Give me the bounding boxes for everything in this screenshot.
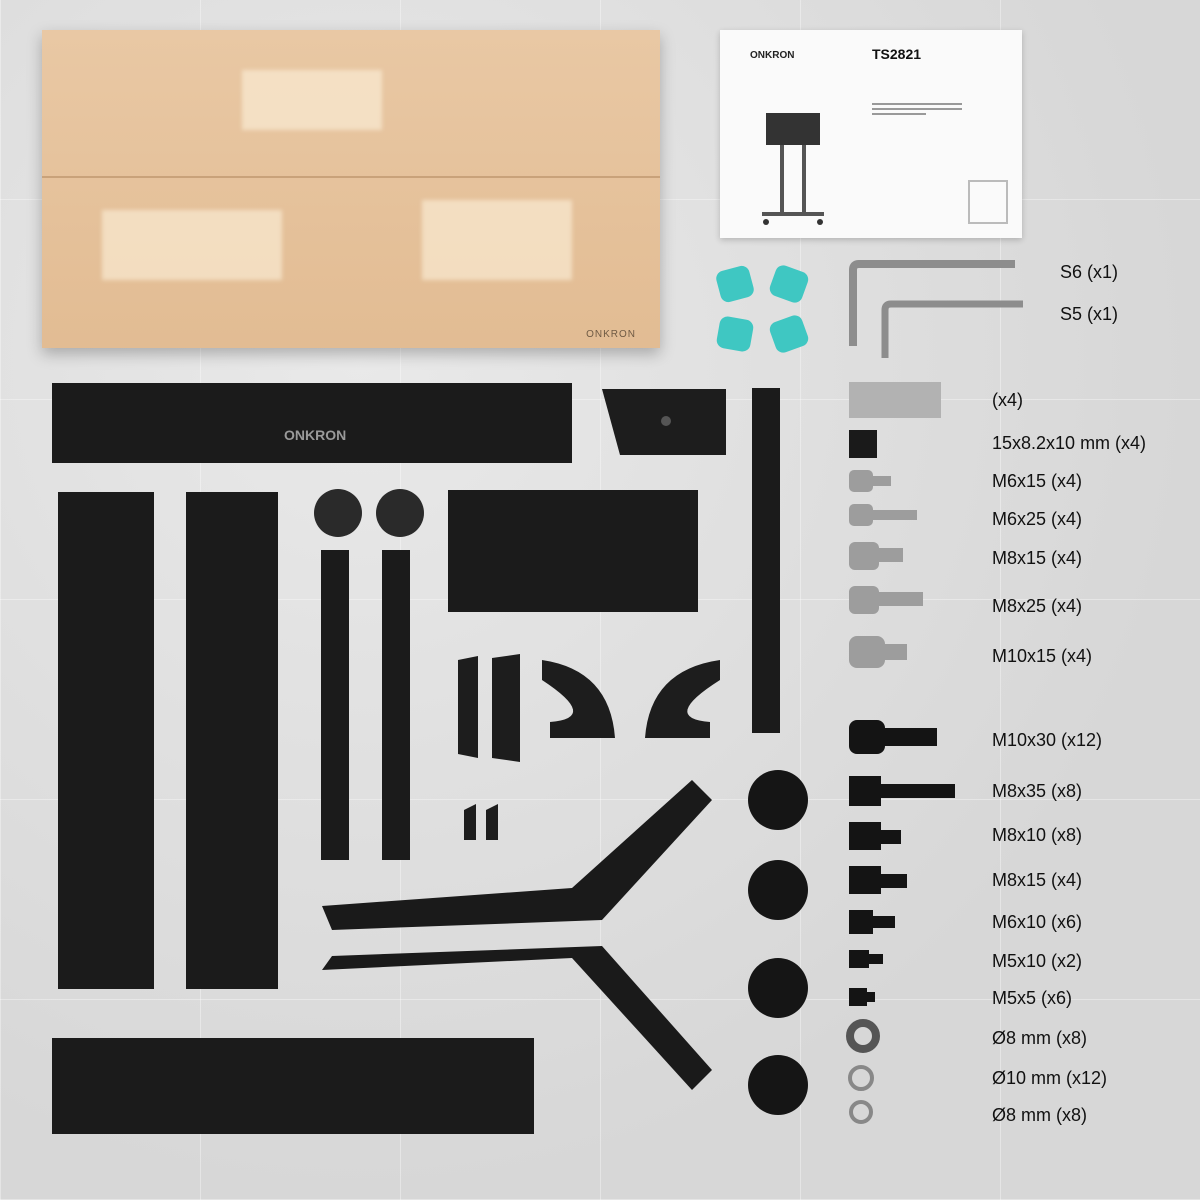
- small-brackets: [458, 654, 720, 762]
- shipping-box: ONKRON: [42, 30, 660, 348]
- label-m8x15: M8x15 (x4): [992, 548, 1083, 568]
- tv-stand-illustration: [762, 113, 824, 225]
- label-spacer: 15x8.2x10 mm (x4): [992, 433, 1147, 453]
- hardware-set: [846, 382, 955, 1124]
- vesa-arm-right: [382, 550, 410, 860]
- label-m8x25: M8x25 (x4): [992, 596, 1083, 616]
- vesa-arm-left: [321, 550, 349, 860]
- label-m10x30: M10x30 (x12): [992, 730, 1103, 750]
- hex-keys: [849, 260, 1023, 358]
- label-hex-key-s5: S5 (x1): [1060, 304, 1119, 324]
- teal-caps: [716, 265, 809, 353]
- light-patch: [102, 210, 282, 280]
- label-washer-10: Ø10 mm (x12): [992, 1068, 1108, 1088]
- label-hex-key-s6: S6 (x1): [1060, 262, 1119, 282]
- light-patch: [422, 200, 572, 280]
- manual-corner-mark: [968, 180, 1008, 224]
- left-column: [58, 492, 154, 989]
- label-m8x15-b: M8x15 (x4): [992, 870, 1083, 890]
- vented-shelf: [448, 490, 698, 612]
- label-washer-8-b: Ø8 mm (x8): [992, 1105, 1088, 1125]
- manual-spec-lines: [872, 100, 962, 118]
- box-seam: [42, 176, 660, 178]
- top-rail: ONKRON: [52, 383, 572, 463]
- rail-brand-logo: ONKRON: [284, 427, 347, 443]
- label-m5x10: M5x10 (x2): [992, 951, 1083, 971]
- round-caps: [314, 489, 424, 537]
- box-print: ONKRON: [586, 329, 636, 340]
- label-m10x15: M10x15 (x4): [992, 646, 1093, 666]
- label-m8x35: M8x35 (x8): [992, 781, 1083, 801]
- casters: [748, 770, 808, 1115]
- label-m6x15: M6x15 (x4): [992, 471, 1083, 491]
- label-m8x10: M8x10 (x8): [992, 825, 1083, 845]
- light-patch: [242, 70, 382, 130]
- label-m5x5: M5x5 (x6): [992, 988, 1073, 1008]
- vertical-bar: [752, 388, 780, 733]
- base-legs: [322, 780, 712, 1090]
- shelf-mount-plate: [602, 389, 726, 455]
- manual-brand-logo: ONKRON: [750, 50, 795, 61]
- label-washer-8: Ø8 mm (x8): [992, 1028, 1088, 1048]
- label-m6x25: M6x25 (x4): [992, 509, 1083, 529]
- manual-model-title: TS2821: [872, 46, 922, 62]
- label-m6x10: M6x10 (x6): [992, 912, 1083, 932]
- cable-clips: [464, 804, 498, 840]
- user-manual: ONKRON TS2821: [720, 30, 1022, 238]
- right-column: [186, 492, 278, 989]
- bottom-rail: [52, 1038, 534, 1134]
- label-plate: (x4): [992, 390, 1023, 410]
